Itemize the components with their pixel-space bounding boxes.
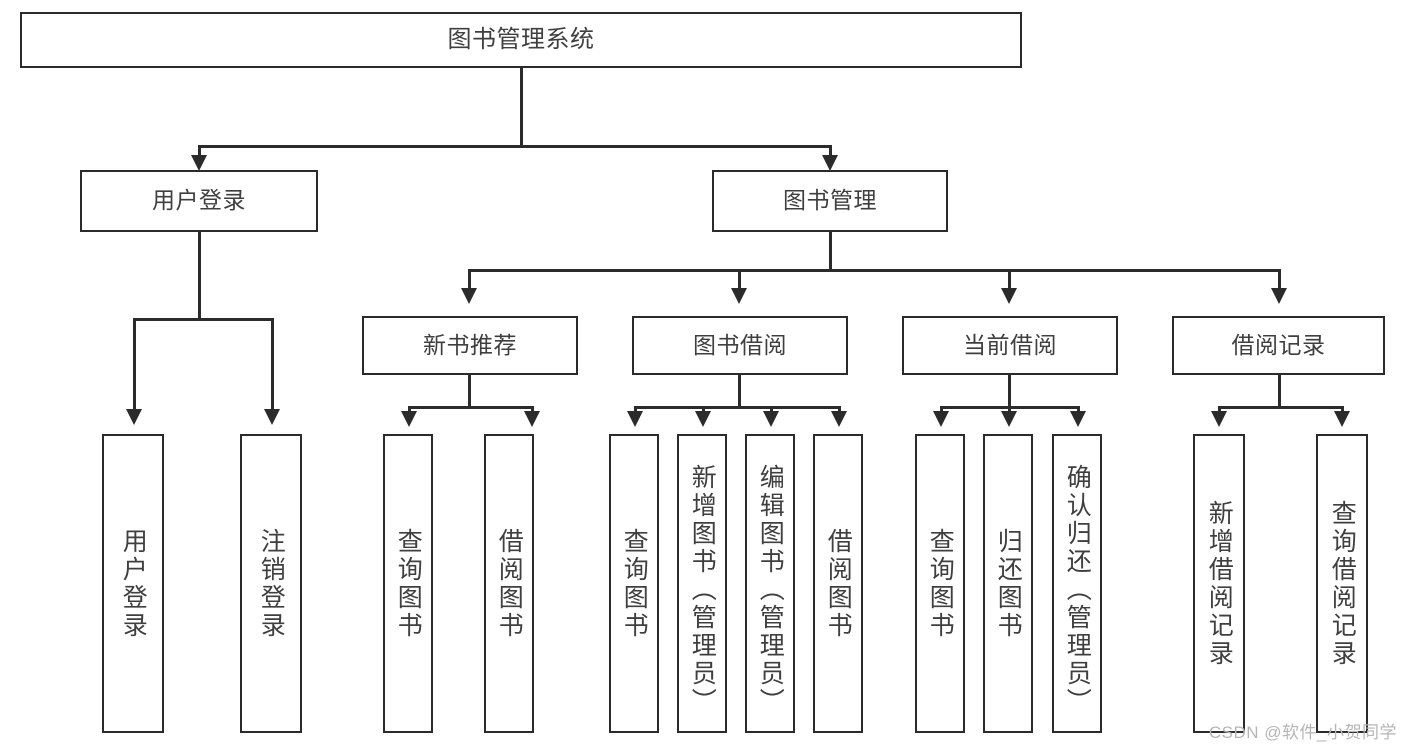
node-book-management-system[interactable]: 图书管理系统 xyxy=(20,12,1022,68)
node-label: 借阅图书 xyxy=(824,527,853,640)
connector-user-login-stem xyxy=(198,232,201,320)
node-user-login[interactable]: 用户登录 xyxy=(80,170,318,232)
node-label: 查询图书 xyxy=(620,527,649,640)
leaf-cb-confirm-return-admin[interactable]: 确认归还（管理员） xyxy=(1052,434,1102,733)
arrowhead-bb-leaf-4 xyxy=(831,411,847,427)
leaf-bb-query-books[interactable]: 查询图书 xyxy=(609,434,659,733)
node-label: 当前借阅 xyxy=(963,331,1057,358)
connector-book-management-stem xyxy=(829,232,832,272)
arrowhead-to-book-borrow xyxy=(731,288,747,304)
connector-root-bus xyxy=(198,145,832,148)
node-label: 查询图书 xyxy=(394,527,423,640)
arrowhead-nbr-leaf-1 xyxy=(401,411,417,427)
arrowhead-cb-leaf-2 xyxy=(1001,411,1017,427)
connector-nbr-drop-1 xyxy=(408,406,411,414)
connector-cb-drop-2 xyxy=(1008,406,1011,414)
connector-bb-bus xyxy=(634,406,838,409)
node-label: 注销登录 xyxy=(257,527,286,640)
connector-nbr-drop-2 xyxy=(531,406,534,414)
leaf-br-query-record[interactable]: 查询借阅记录 xyxy=(1316,434,1368,733)
node-label: 用户登录 xyxy=(119,527,148,640)
leaf-nbr-query-books[interactable]: 查询图书 xyxy=(383,434,433,733)
arrowhead-bb-leaf-1 xyxy=(627,411,643,427)
csdn-watermark: CSDN @软件_小贺同学 xyxy=(1208,723,1397,742)
leaf-br-add-record[interactable]: 新增借阅记录 xyxy=(1193,434,1245,733)
arrowhead-user-login-leaf-1 xyxy=(126,409,142,425)
arrowhead-to-current-borrow xyxy=(1001,288,1017,304)
connector-br-drop-1 xyxy=(1218,406,1221,414)
leaf-cb-query-books[interactable]: 查询图书 xyxy=(915,434,965,733)
connector-bb-drop-2 xyxy=(702,406,705,414)
leaf-bb-edit-book-admin[interactable]: 编辑图书（管理员） xyxy=(745,434,795,733)
node-label: 编辑图书（管理员） xyxy=(756,463,785,716)
leaf-bb-add-book-admin[interactable]: 新增图书（管理员） xyxy=(677,434,727,733)
arrowhead-to-book-management xyxy=(822,155,838,171)
connector-cb-stem xyxy=(1008,375,1011,409)
connector-br-drop-2 xyxy=(1341,406,1344,414)
node-label: 查询借阅记录 xyxy=(1328,499,1357,668)
node-book-management[interactable]: 图书管理 xyxy=(712,170,948,232)
arrowhead-bb-leaf-3 xyxy=(763,411,779,427)
connector-bm-drop-2 xyxy=(738,269,741,291)
connector-bm-drop-4 xyxy=(1278,269,1281,291)
node-book-borrow[interactable]: 图书借阅 xyxy=(632,316,848,375)
node-current-borrow[interactable]: 当前借阅 xyxy=(902,316,1118,375)
connector-bb-stem xyxy=(738,375,741,409)
arrowhead-br-leaf-2 xyxy=(1334,411,1350,427)
connector-user-login-drop-1 xyxy=(133,318,136,413)
arrowhead-br-leaf-1 xyxy=(1211,411,1227,427)
connector-bb-drop-3 xyxy=(770,406,773,414)
connector-root-stem xyxy=(520,68,523,145)
arrowhead-bb-leaf-2 xyxy=(695,411,711,427)
arrowhead-cb-leaf-1 xyxy=(933,411,949,427)
connector-bb-drop-4 xyxy=(838,406,841,414)
node-label: 新书推荐 xyxy=(423,331,517,358)
connector-cb-drop-1 xyxy=(940,406,943,414)
node-label: 图书借阅 xyxy=(693,331,787,358)
leaf-bb-borrow-books[interactable]: 借阅图书 xyxy=(813,434,863,733)
connector-br-stem xyxy=(1278,375,1281,409)
connector-bm-drop-1 xyxy=(468,269,471,291)
leaf-nbr-borrow-books[interactable]: 借阅图书 xyxy=(484,434,534,733)
connector-nbr-bus xyxy=(408,406,534,409)
node-label: 新增借阅记录 xyxy=(1205,499,1234,668)
node-label: 新增图书（管理员） xyxy=(688,463,717,716)
node-label: 用户登录 xyxy=(152,187,246,214)
connector-user-login-drop-2 xyxy=(271,318,274,413)
leaf-cb-return-books[interactable]: 归还图书 xyxy=(983,434,1033,733)
node-borrow-record[interactable]: 借阅记录 xyxy=(1172,316,1385,375)
connector-bb-drop-1 xyxy=(634,406,637,414)
node-label: 图书管理 xyxy=(783,187,877,214)
arrowhead-user-login-leaf-2 xyxy=(264,409,280,425)
arrowhead-to-user-login xyxy=(191,155,207,171)
leaf-user-login[interactable]: 用户登录 xyxy=(102,434,164,733)
connector-bm-drop-3 xyxy=(1008,269,1011,291)
arrowhead-cb-leaf-3 xyxy=(1070,411,1086,427)
connector-br-bus xyxy=(1218,406,1344,409)
node-label: 借阅记录 xyxy=(1231,331,1326,358)
node-label: 借阅图书 xyxy=(495,527,524,640)
arrowhead-nbr-leaf-2 xyxy=(524,411,540,427)
connector-root-drop-1 xyxy=(198,145,201,157)
connector-cb-drop-3 xyxy=(1077,406,1080,414)
connector-book-management-bus xyxy=(468,269,1278,272)
arrowhead-to-new-book-recommend xyxy=(461,288,477,304)
leaf-user-logout[interactable]: 注销登录 xyxy=(240,434,302,733)
node-label: 归还图书 xyxy=(994,527,1023,640)
node-label: 图书管理系统 xyxy=(447,25,595,53)
node-label: 查询图书 xyxy=(926,527,955,640)
node-label: 确认归还（管理员） xyxy=(1063,463,1092,716)
arrowhead-to-borrow-record xyxy=(1271,288,1287,304)
connector-nbr-stem xyxy=(468,375,471,409)
node-new-book-recommend[interactable]: 新书推荐 xyxy=(362,316,578,375)
connector-root-drop-2 xyxy=(829,145,832,157)
connector-user-login-bus xyxy=(133,318,274,321)
